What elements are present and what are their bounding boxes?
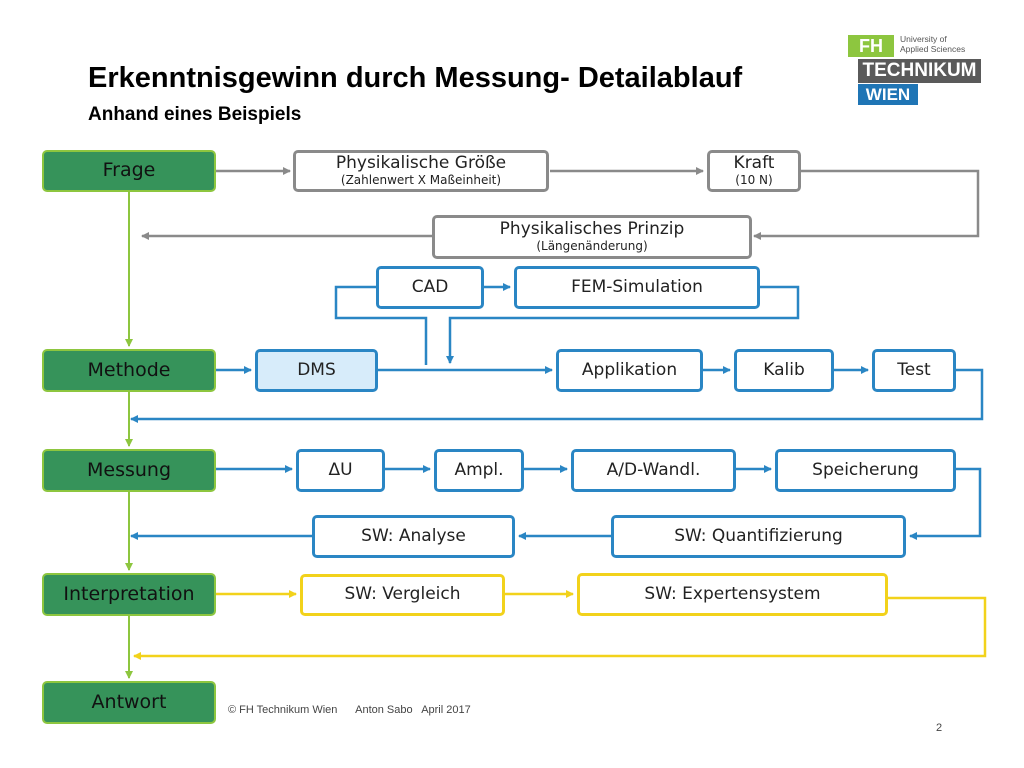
footer-copyright: © FH Technikum Wien	[228, 704, 338, 716]
box-ad-wandl[interactable]: A/D-Wandl.	[571, 449, 736, 492]
box-physikalisches-prinzip[interactable]: Physikalisches Prinzip (Längenänderung)	[432, 215, 752, 259]
box-applikation[interactable]: Applikation	[556, 349, 703, 392]
box-physikalische-groesse-label: Physikalische Größe	[335, 153, 507, 174]
stage-interpretation[interactable]: Interpretation	[42, 573, 216, 616]
slide-footer: © FH Technikum Wien Anton Sabo April 201…	[228, 704, 471, 716]
box-sw-analyse[interactable]: SW: Analyse	[312, 515, 515, 558]
page-number: 2	[936, 722, 943, 734]
box-test[interactable]: Test	[872, 349, 956, 392]
box-physikalische-groesse[interactable]: Physikalische Größe (Zahlenwert X Maßein…	[293, 150, 549, 192]
arrow-kraft-prinzip	[753, 169, 980, 240]
arrow-cad-loop	[334, 285, 428, 365]
box-dms[interactable]: DMS	[255, 349, 378, 392]
arrow-test-return	[130, 368, 984, 423]
arrow-fem-loop	[446, 285, 800, 364]
box-delta-u[interactable]: ΔU	[296, 449, 385, 492]
box-physikalisches-prinzip-label: Physikalisches Prinzip	[499, 219, 685, 240]
logo-wien-text: WIEN	[858, 84, 918, 105]
box-cad[interactable]: CAD	[376, 266, 484, 309]
stage-methode[interactable]: Methode	[42, 349, 216, 392]
box-physikalisches-prinzip-sub: (Längenänderung)	[536, 238, 648, 253]
arrow-speicherung-quant	[909, 467, 982, 540]
footer-date: April 2017	[421, 704, 471, 716]
slide-title: Erkenntnisgewinn durch Messung- Detailab…	[88, 62, 743, 94]
arrow-experten-return	[133, 596, 987, 660]
box-sw-vergleich[interactable]: SW: Vergleich	[300, 574, 505, 616]
footer-author: Anton Sabo	[355, 704, 413, 716]
box-sw-quantifizierung[interactable]: SW: Quantifizierung	[611, 515, 906, 558]
box-sw-expertensystem[interactable]: SW: Expertensystem	[577, 573, 888, 616]
box-fem-simulation[interactable]: FEM-Simulation	[514, 266, 760, 309]
box-kraft-label: Kraft	[733, 153, 775, 174]
slide-subtitle: Anhand eines Beispiels	[88, 104, 302, 125]
stage-frage[interactable]: Frage	[42, 150, 216, 192]
stage-antwort[interactable]: Antwort	[42, 681, 216, 724]
logo-fh-mark: FH	[848, 35, 894, 57]
box-kalib[interactable]: Kalib	[734, 349, 834, 392]
stage-messung[interactable]: Messung	[42, 449, 216, 492]
box-kraft-sub: (10 N)	[735, 172, 773, 187]
box-ampl[interactable]: Ampl.	[434, 449, 524, 492]
logo-university-text: University of Applied Sciences	[900, 34, 966, 54]
logo-technikum-text: TECHNIKUM	[858, 59, 981, 83]
box-kraft[interactable]: Kraft (10 N)	[707, 150, 801, 192]
box-physikalische-groesse-sub: (Zahlenwert X Maßeinheit)	[340, 172, 502, 187]
fh-technikum-wien-logo: FH University of Applied Sciences TECHNI…	[846, 33, 986, 107]
box-speicherung[interactable]: Speicherung	[775, 449, 956, 492]
